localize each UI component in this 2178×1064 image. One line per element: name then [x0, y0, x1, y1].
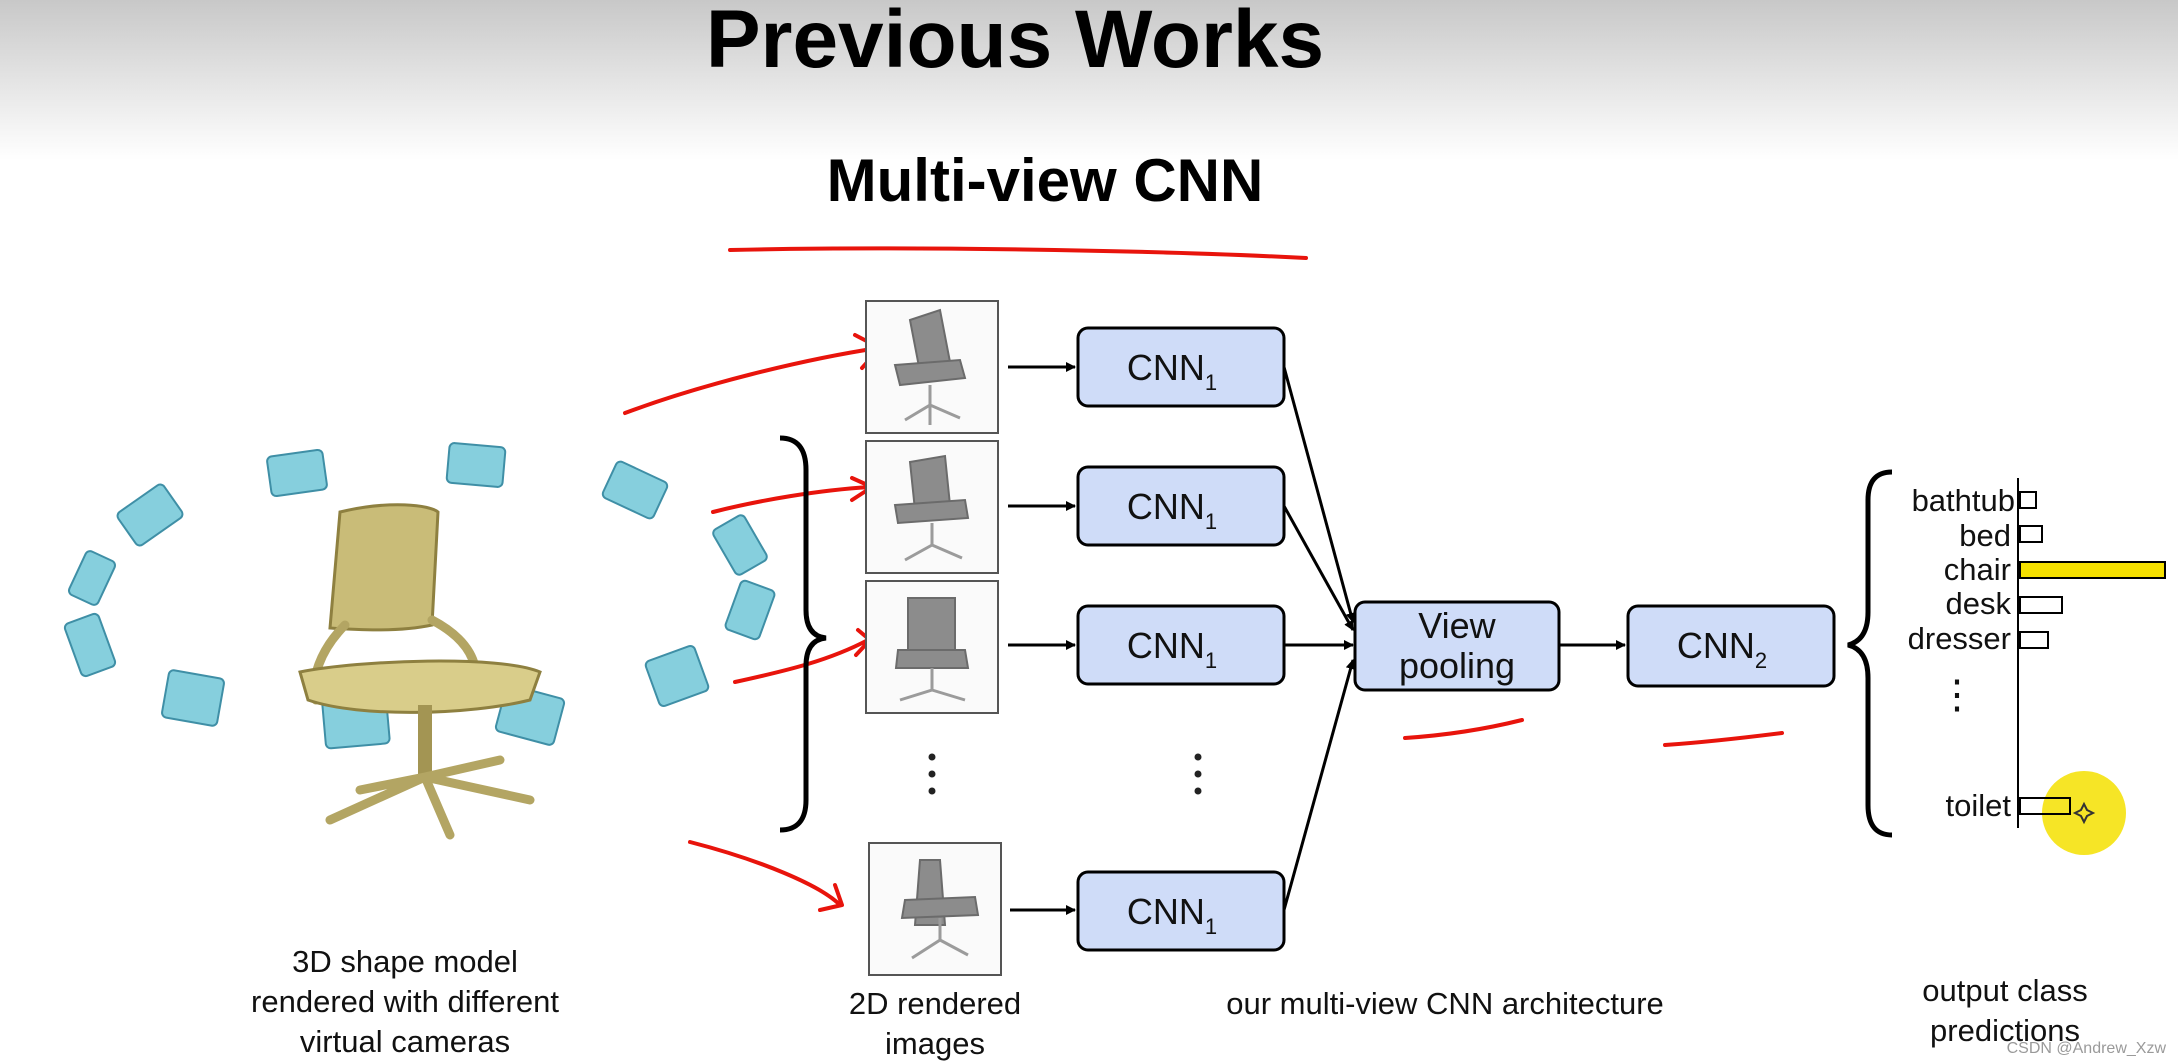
svg-text:CNN2: CNN2 — [1677, 625, 1767, 673]
camera-icon — [601, 460, 669, 520]
camera-icon — [445, 442, 507, 488]
caption-output: output class predictions — [1922, 973, 2088, 1048]
cursor-highlight — [2042, 771, 2126, 855]
view-pooling-box: View pooling — [1353, 600, 1561, 692]
cnn2-underline — [1663, 731, 1784, 747]
cnn1-box: CNN1 — [1076, 604, 1286, 686]
images-ellipsis-dots — [928, 753, 936, 795]
camera-icon — [712, 514, 768, 576]
class-bar-highlighted — [2019, 561, 2166, 579]
left-brace — [779, 435, 827, 833]
class-bar — [2019, 797, 2071, 815]
svg-text:View: View — [1418, 605, 1496, 646]
cnn-ellipsis-dots — [1194, 753, 1202, 795]
caption-architecture: our multi-view CNN architecture — [1226, 986, 1664, 1021]
class-label: dresser — [1908, 621, 2011, 656]
cnn1-box: CNN1 — [1076, 326, 1286, 408]
class-bar — [2019, 596, 2063, 614]
cnn2-box: CNN2 — [1626, 604, 1836, 688]
right-brace — [1847, 469, 1893, 838]
class-label: chair — [1944, 552, 2011, 587]
pooling-underline — [1403, 718, 1524, 740]
class-label: bed — [1959, 518, 2011, 553]
class-label: bathtub — [1912, 483, 2015, 518]
svg-text:CNN1: CNN1 — [1127, 486, 1217, 534]
camera-icon — [68, 550, 116, 606]
chair-3d-model — [298, 503, 542, 840]
camera-icon — [116, 483, 184, 547]
class-bar — [2019, 491, 2037, 509]
image-to-cnn-arrows — [1008, 362, 1076, 915]
camera-icon — [266, 448, 328, 498]
cursor-icon — [2072, 801, 2096, 825]
caption-shape-model: 3D shape model rendered with different v… — [251, 944, 559, 1059]
subtitle-underline — [728, 246, 1308, 260]
class-bar — [2019, 525, 2043, 543]
watermark: CSDN @Andrew_Xzw — [2006, 1040, 2166, 1057]
cnn1-box: CNN1 — [1076, 465, 1286, 547]
class-bar — [2019, 631, 2049, 649]
class-label: toilet — [1946, 788, 2012, 823]
svg-text:pooling: pooling — [1399, 645, 1515, 686]
svg-text:CNN1: CNN1 — [1127, 625, 1217, 673]
cnn-to-pooling-arrows — [1282, 366, 1356, 911]
camera-icon — [161, 669, 225, 727]
class-ellipsis: ⋮ — [1937, 673, 1977, 717]
rendered-images — [865, 300, 1002, 976]
class-label: desk — [1946, 586, 2012, 621]
cnn1-box: CNN1 — [1076, 870, 1286, 952]
svg-text:CNN1: CNN1 — [1127, 891, 1217, 939]
caption-rendered-images: 2D rendered images — [848, 986, 1022, 1061]
camera-icon — [63, 612, 117, 678]
class-predictions: bathtub bed chair desk dresser ⋮ toilet — [1908, 478, 2166, 855]
camera-icon — [644, 644, 710, 708]
title-band — [0, 0, 2178, 160]
section-subtitle: Multi-view CNN — [826, 147, 1264, 214]
camera-icon — [724, 579, 776, 641]
slide-title: Previous Works — [705, 0, 1325, 85]
svg-text:CNN1: CNN1 — [1127, 347, 1217, 395]
